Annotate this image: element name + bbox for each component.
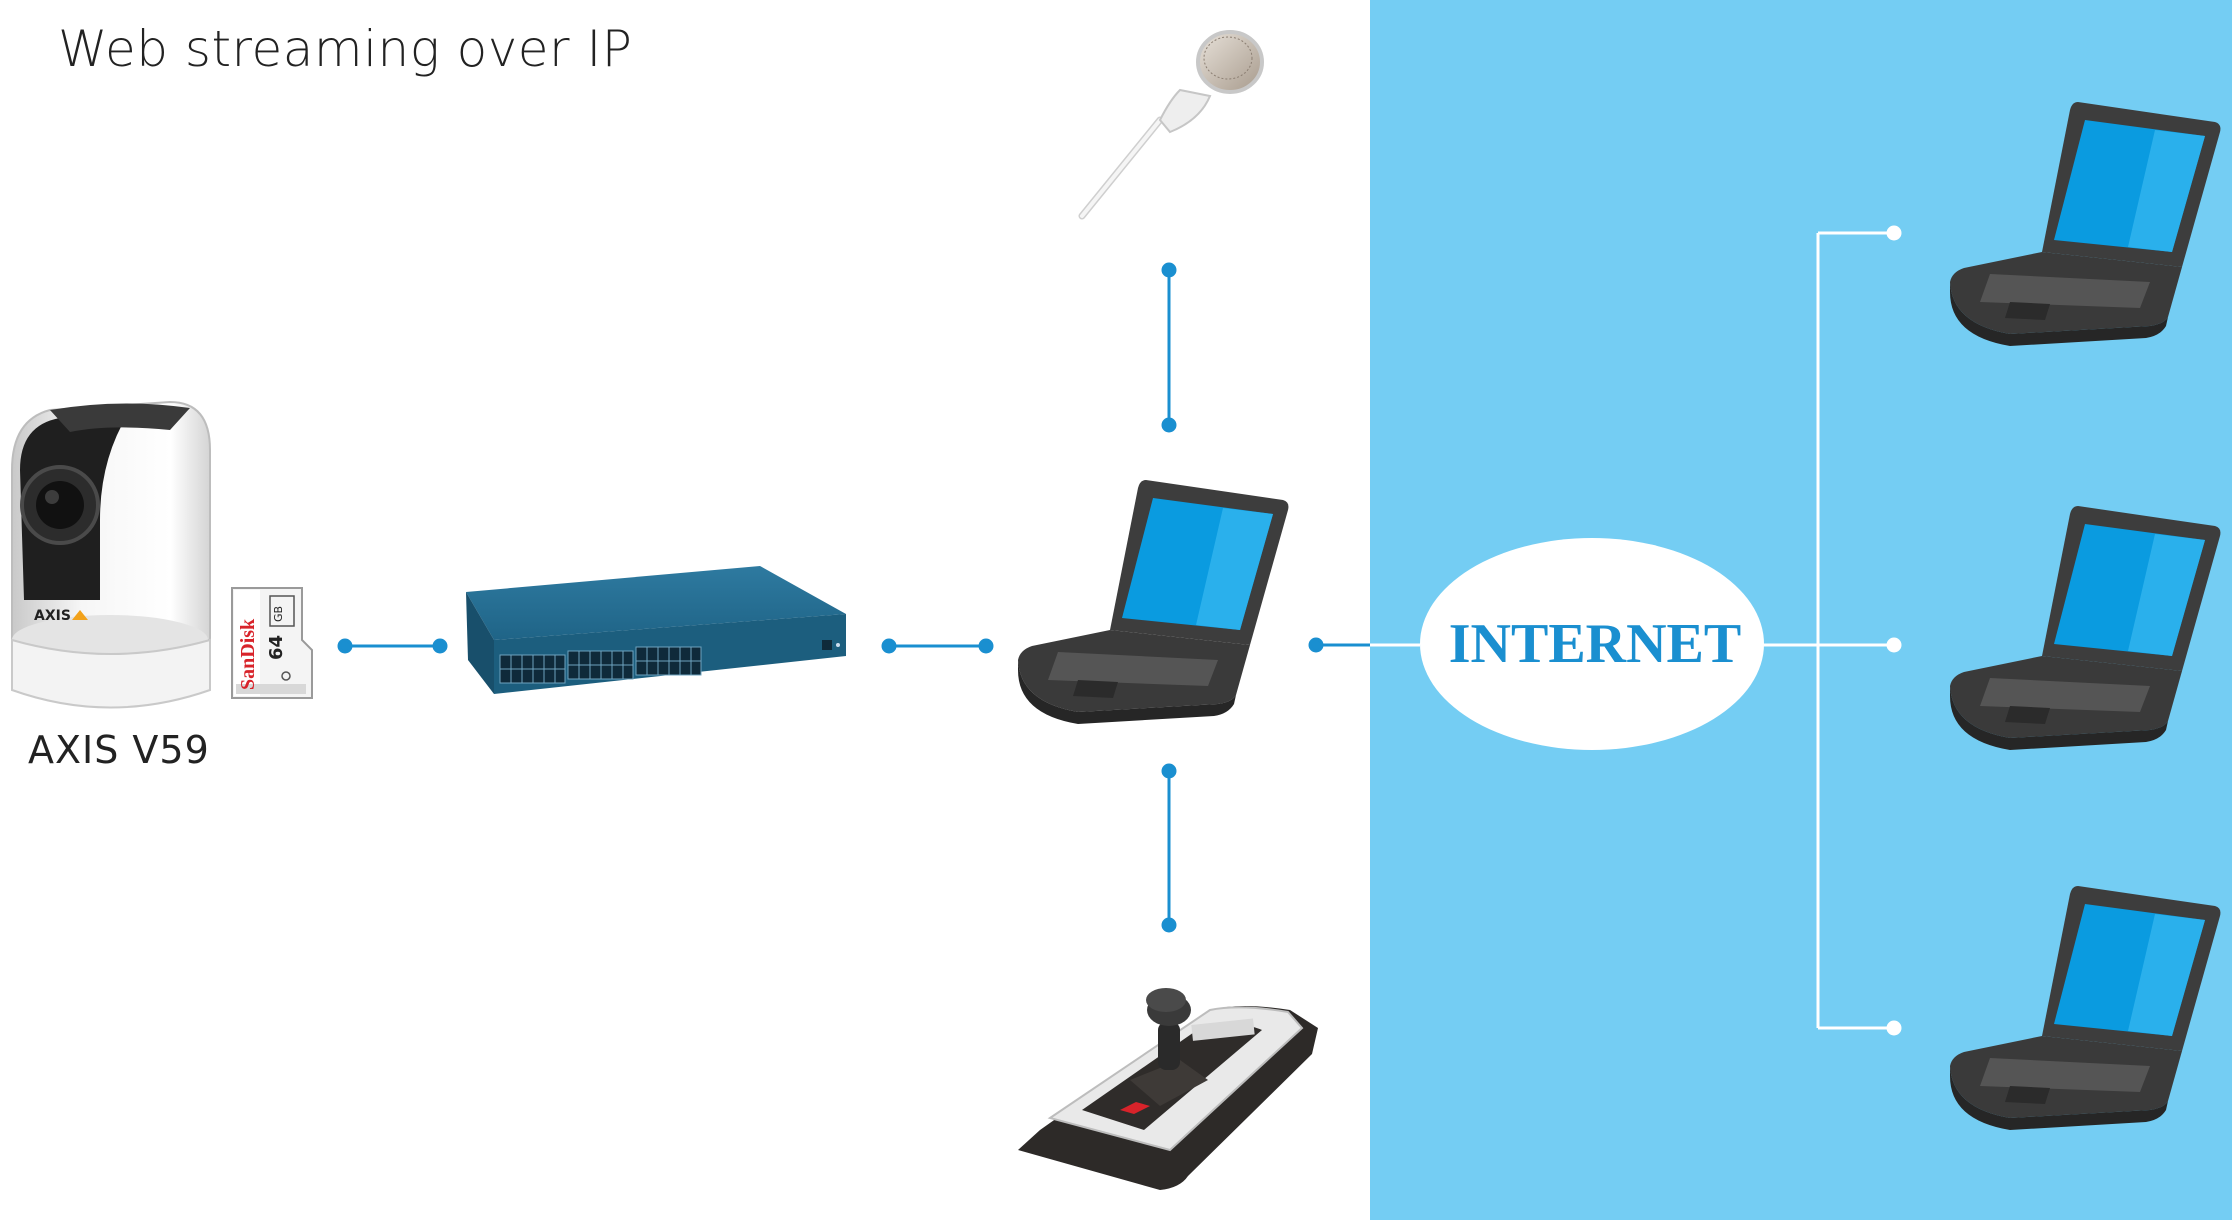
connector-internet-viewers bbox=[1762, 225, 1902, 1036]
sdcard-brand: SanDisk bbox=[237, 618, 259, 690]
diagram-title: Web streaming over IP bbox=[58, 20, 633, 78]
internet-label: INTERNET bbox=[1449, 613, 1742, 675]
sdcard-capacity-unit: GB bbox=[272, 606, 285, 622]
sdcard-capacity: 64 bbox=[266, 635, 287, 660]
connector-microphone-laptop bbox=[1161, 262, 1177, 433]
connector-switch-laptop bbox=[881, 638, 994, 654]
internet-cloud-icon bbox=[1420, 538, 1764, 750]
network-switch-icon bbox=[466, 566, 846, 694]
connector-laptop-internet bbox=[1308, 637, 1370, 653]
laptop-icon bbox=[1018, 480, 1289, 724]
svg-text:AXIS: AXIS bbox=[34, 608, 71, 624]
joystick-controller-icon bbox=[1018, 988, 1318, 1190]
ptz-camera-icon: AXIS bbox=[11, 400, 211, 709]
connector-laptop-joystick bbox=[1161, 763, 1177, 933]
microphone-icon bbox=[1078, 30, 1264, 220]
camera-label: AXIS V59 bbox=[28, 728, 210, 772]
microsd-card-icon: SanDisk 64 GB bbox=[231, 587, 313, 699]
connector-camera-switch bbox=[337, 638, 448, 654]
